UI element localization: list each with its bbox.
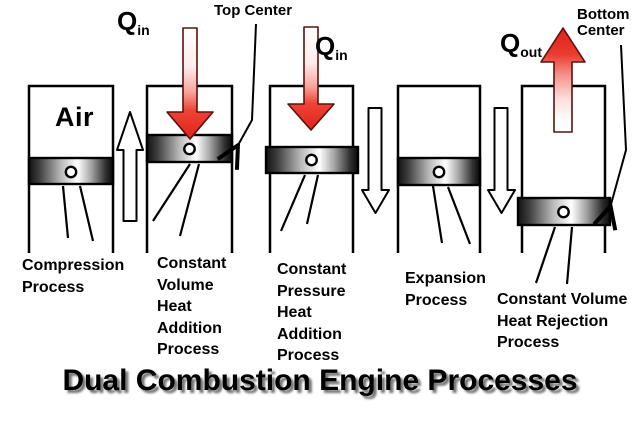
bottom-center-line1: Bottom [577, 6, 630, 23]
connecting-rods-1 [61, 185, 95, 242]
q-in-2-sub: in [137, 22, 150, 38]
q-in-3-base: Q [315, 31, 336, 61]
process-label-const-volume-addition: Constant Volume Heat Addition Process [157, 255, 227, 358]
piston-down-motion-arrow-1 [361, 107, 390, 214]
wrist-pin-3 [305, 153, 318, 167]
wrist-pin-2 [183, 142, 196, 156]
heat-in-arrow-const-pressure [287, 26, 335, 131]
q-in-label-2: Qin [117, 8, 150, 43]
heat-in-arrow-const-volume [166, 27, 214, 140]
process-label-expansion: Expansion Process [405, 270, 486, 309]
connecting-rods-4 [431, 185, 472, 245]
wrist-pin-5 [557, 205, 570, 219]
piston-up-motion-arrow [116, 111, 144, 222]
bottom-center-leader-line [610, 44, 628, 208]
q-in-3-sub: in [335, 47, 348, 63]
process-label-heat-rejection: Constant Volume Heat Rejection Process [497, 291, 628, 351]
wrist-pin-4 [432, 165, 446, 179]
q-in-label-3: Qin [315, 33, 348, 68]
q-out-sub: out [520, 44, 542, 60]
connecting-rods-2 [152, 163, 201, 237]
piston-down-motion-arrow-2 [487, 107, 516, 214]
connecting-rods-5 [534, 226, 574, 285]
q-out-label: Qout [500, 30, 542, 65]
process-label-compression: Compression Process [22, 257, 125, 296]
process-label-const-pressure-addition: Constant Pressure Heat Addition Process [277, 261, 347, 364]
heat-out-arrow [540, 27, 586, 133]
wrist-pin-1 [64, 165, 78, 179]
q-in-2-base: Q [117, 6, 138, 36]
top-center-label: Top Center [214, 2, 293, 19]
bottom-center-label: Bottom Center [577, 7, 630, 39]
q-out-base: Q [500, 28, 521, 58]
connecting-rods-3 [279, 174, 320, 232]
top-center-leader-line [237, 23, 257, 147]
bottom-center-line2: Center [577, 22, 625, 39]
diagram-title: Dual Combustion Engine Processes [62, 364, 578, 397]
air-label: Air [55, 102, 95, 132]
